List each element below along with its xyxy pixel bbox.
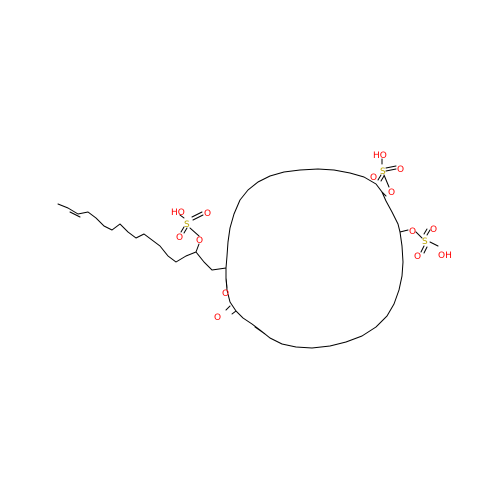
atom-o-top-dbl-a: O xyxy=(397,165,404,175)
top-o-s-bond xyxy=(383,174,390,188)
left-c-o-bond xyxy=(195,243,200,253)
atom-o-top-dbl-b: O xyxy=(370,173,377,183)
left-s-o-dbl-a xyxy=(192,214,204,221)
ring-o-bond xyxy=(225,277,228,289)
atom-s-left: S xyxy=(184,220,190,230)
atom-s-right: S xyxy=(422,237,428,247)
atom-o-right-ester: O xyxy=(409,227,416,237)
top-s-o-dbl-b2 xyxy=(380,175,385,182)
atom-o-right-dbl-a: O xyxy=(430,225,437,235)
macrocycle-ring xyxy=(225,168,404,349)
carbonyl-bond xyxy=(231,310,237,315)
side-chain-link xyxy=(57,203,227,271)
right-s-o-dbl-b2 xyxy=(423,246,428,254)
atom-o-left-dbl-a: O xyxy=(204,209,211,219)
right-s-oh xyxy=(429,241,439,247)
left-s-oh xyxy=(179,214,185,219)
right-s-o-dbl-a xyxy=(426,229,431,236)
alkene-double-bond xyxy=(69,211,81,218)
atom-s-top: S xyxy=(380,167,386,177)
atom-o-carbonyl: O xyxy=(214,313,221,323)
carbonyl-double-bond xyxy=(225,305,231,311)
left-s-o-dbl-b2 xyxy=(183,227,188,234)
top-s-o-dbl-b xyxy=(377,174,382,181)
atom-o-right-dbl-b: O xyxy=(414,252,421,262)
atom-o-top-ester: O xyxy=(388,188,395,198)
atom-o-left-ester: O xyxy=(196,236,203,246)
atom-oh-right: OH xyxy=(438,251,452,261)
atom-oh-top: HO xyxy=(373,151,387,161)
ring-double-bond xyxy=(254,326,266,335)
right-s-o-dbl-b xyxy=(420,245,425,253)
left-s-o-dbl-b xyxy=(180,226,185,233)
right-c-o-bond xyxy=(399,229,409,233)
left-o-s-bond xyxy=(189,227,200,237)
right-s-o-dbl-a2 xyxy=(423,228,428,235)
top-s-o-dbl-a2 xyxy=(385,168,397,172)
top-s-o-dbl-a xyxy=(385,165,397,169)
atom-oh-left: HO xyxy=(171,208,185,218)
left-s-o-dbl-a2 xyxy=(191,211,203,218)
atom-o-ring: O xyxy=(222,289,229,299)
top-c-o-bond xyxy=(381,191,387,197)
atom-o-left-dbl-b: O xyxy=(176,233,183,243)
right-o-s-bond xyxy=(415,231,423,239)
